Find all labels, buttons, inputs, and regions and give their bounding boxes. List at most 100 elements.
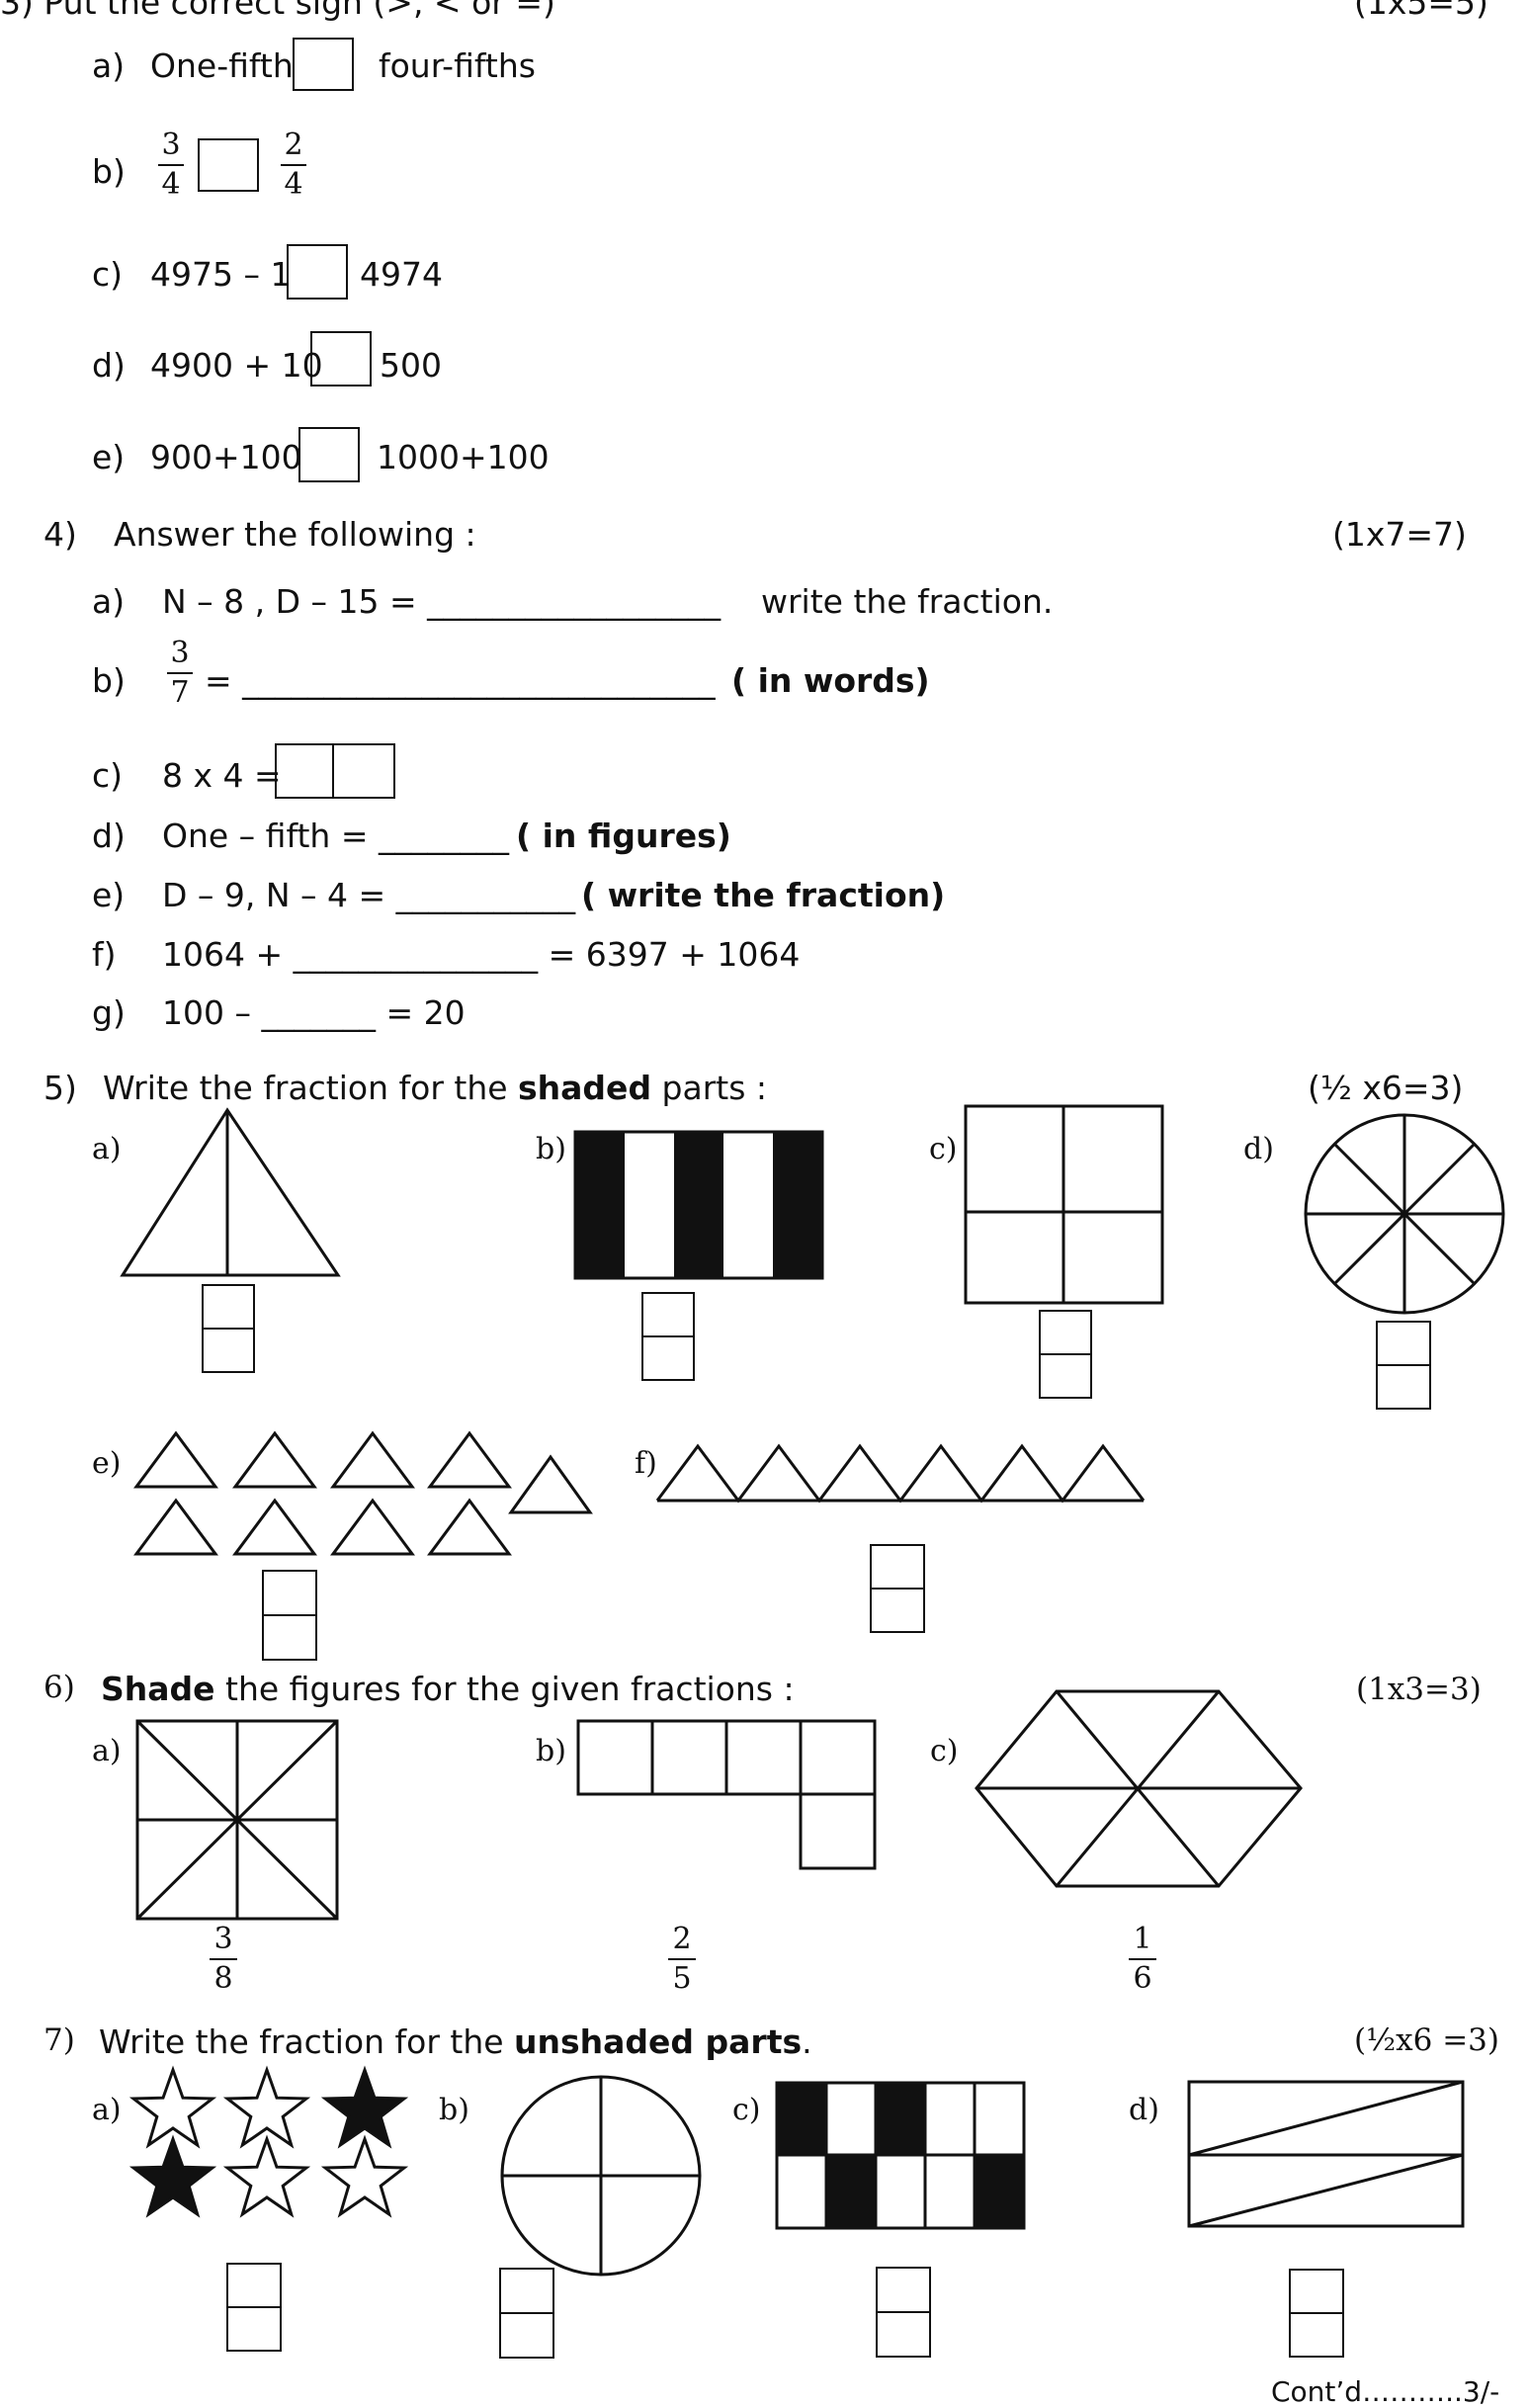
q4b-label: b) [92,661,126,700]
q6b-label: b) [536,1734,566,1768]
q3c-answer-box[interactable] [287,244,348,300]
q3c-label: c) [92,255,124,294]
q6-marks: (1x3=3) [1356,1672,1482,1707]
unshaded-star-icon [128,2065,217,2149]
q5-title-post: parts : [651,1069,768,1107]
q7-title-bold: unshaded parts [514,2022,803,2061]
q5f-label: f) [635,1446,657,1481]
q5b-label: b) [536,1132,566,1166]
q7a-answer-box[interactable] [226,2263,282,2352]
q3c-left: 4975 – 1 [150,255,292,294]
q3b-right-den: 4 [284,167,303,202]
q4a-text[interactable]: N – 8 , D – 15 = __________________ [162,582,722,621]
q6c-num: 1 [1133,1922,1152,1956]
q3e-label: e) [92,438,126,476]
unshaded-star-icon [222,2134,311,2218]
q5e-answer-box[interactable] [262,1570,317,1661]
q4a-tail: write the fraction. [761,582,1054,621]
q5-title: Write the fraction for the shaded parts … [103,1072,767,1104]
q7b-answer-box[interactable] [499,2268,554,2359]
q3b-right-num: 2 [284,128,303,162]
q3d-answer-box[interactable] [310,331,372,387]
q5-title-bold: shaded [518,1069,652,1107]
q5-title-pre: Write the fraction for the [103,1069,519,1107]
q3e-answer-box[interactable] [298,427,360,482]
unshaded-star-icon [222,2065,311,2149]
q4e-label: e) [92,876,126,914]
q3e-right: 1000+100 [377,438,550,476]
q4e-tail: ( write the fraction) [581,876,946,914]
q7c-label: c) [732,2093,761,2127]
q4g-label: g) [92,993,126,1032]
q4g-text[interactable]: 100 – _______ = 20 [162,993,466,1032]
q3b-label: b) [92,152,126,191]
q7-number: 7) [43,2022,75,2058]
q7d-answer-box[interactable] [1289,2269,1344,2358]
q3a-answer-box[interactable] [293,38,354,91]
q7c-answer-box[interactable] [876,2267,931,2358]
unshaded-star-icon [320,2134,409,2218]
q4b-den: 7 [170,675,190,710]
q4b-text[interactable]: = _____________________________ [205,661,716,700]
q3-header: 3) Put the correct sign (>, < or =) [0,0,555,22]
q3d-left: 4900 + 10 [150,346,323,385]
q6a-den: 8 [213,1961,233,1996]
q5a-answer-box[interactable] [202,1284,255,1373]
q3a-label: a) [92,46,126,85]
q5d-answer-box[interactable] [1376,1321,1431,1410]
q4b-num: 3 [170,636,190,670]
q6-title: Shade the figures for the given fraction… [101,1673,795,1705]
q5c-label: c) [929,1132,958,1166]
q6a-num: 3 [213,1922,233,1956]
q6-number: 6) [43,1670,75,1705]
q4b-tail: ( in words) [731,661,930,700]
q4-number: 4) [43,515,77,554]
q6c-den: 6 [1133,1961,1152,1996]
q4-marks: (1x7=7) [1332,515,1467,554]
q5e-label: e) [92,1446,122,1481]
q5d-label: d) [1243,1132,1274,1166]
q6a-label: a) [92,1734,122,1768]
q7-title: Write the fraction for the unshaded part… [99,2025,812,2058]
q5a-label: a) [92,1132,122,1166]
q4d-text[interactable]: One – fifth = ________ [162,817,509,855]
q3b-left-num: 3 [161,128,181,162]
q5c-answer-box[interactable] [1039,1310,1092,1399]
q6b-den: 5 [672,1961,692,1996]
q7-title-pre: Write the fraction for the [99,2022,515,2061]
q4c-label: c) [92,756,124,795]
q7b-label: b) [439,2093,469,2127]
q4e-text[interactable]: D – 9, N – 4 = ___________ [162,876,576,914]
q4f-label: f) [92,935,117,974]
q3b-answer-box[interactable] [198,138,259,192]
q4d-label: d) [92,817,126,855]
q5b-answer-box[interactable] [641,1292,695,1381]
q3e-left: 900+100 [150,438,302,476]
q7-title-post: . [802,2022,812,2061]
q4c-answer-box-ones[interactable] [332,743,395,799]
q6b-num: 2 [672,1922,692,1956]
q4-title: Answer the following : [114,515,476,554]
q6c-label: c) [930,1734,959,1768]
q5f-answer-box[interactable] [870,1544,925,1633]
q7a-label: a) [92,2093,122,2127]
q3d-label: d) [92,346,126,385]
q4f-text[interactable]: 1064 + _______________ = 6397 + 1064 [162,935,801,974]
